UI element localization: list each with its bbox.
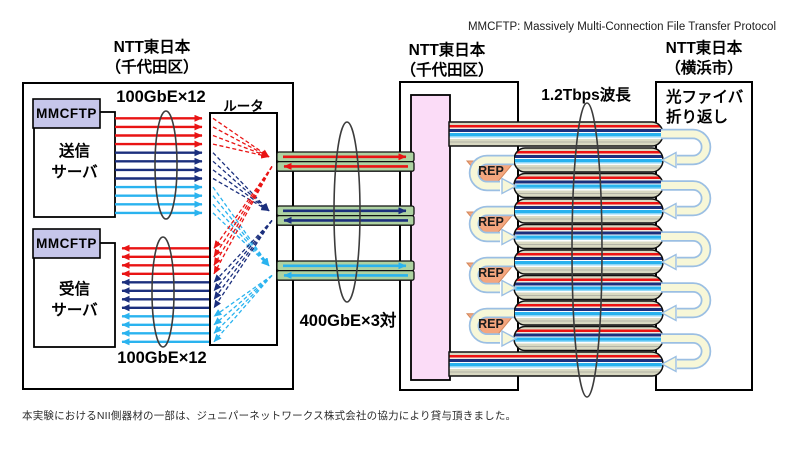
recv-links	[121, 244, 209, 346]
wavelength-label: 1.2Tbps波長	[541, 87, 631, 104]
mmcftp-badge-recv: MMCFTP	[36, 236, 97, 251]
footnote: 本実験におけるNII側器材の一部は、ジュニパーネットワークス株式会社の協力により…	[22, 410, 517, 422]
fiber-loopback-arrows	[660, 128, 712, 373]
site-org: NTT東日本	[665, 40, 743, 57]
rep-label-1: REP	[478, 164, 504, 178]
site-place: （千代田区）	[105, 58, 199, 76]
trunk-links-400gbe	[276, 151, 415, 281]
recv-server-box	[33, 242, 116, 348]
protocol-note: MMCFTP: Massively Multi-Connection File …	[467, 21, 776, 33]
rep-label-3: REP	[478, 266, 504, 280]
wavelength-cables	[448, 121, 664, 377]
mmcftp-box-send	[32, 98, 101, 129]
recv-server-label: 受信 サーバ	[34, 279, 115, 321]
rep-loop-arrows	[468, 154, 518, 348]
link-label-bottom: 100GbE×12	[117, 349, 207, 367]
site-place: （横浜市）	[665, 59, 743, 77]
send-server-line1: 送信	[58, 143, 90, 160]
mmcftp-badge-send: MMCFTP	[36, 106, 97, 121]
mmcftp-box-recv	[32, 228, 101, 259]
transponder-rect	[410, 94, 451, 381]
loopback-label: 光ファイバ 折り返し	[666, 88, 750, 127]
loopback-line2: 折り返し	[666, 108, 729, 126]
send-server-box	[33, 111, 116, 218]
site-label-yokohama: NTT東日本 （横浜市）	[644, 39, 764, 78]
router-label: ルータ	[223, 99, 264, 114]
send-server-label: 送信 サーバ	[34, 141, 115, 183]
site-label-chiyoda-mid: NTT東日本 （千代田区）	[387, 41, 507, 80]
link-label-top: 100GbE×12	[116, 88, 206, 106]
site-org: NTT東日本	[113, 39, 191, 56]
annotation-ellipses	[151, 102, 603, 398]
site-label-chiyoda-left: NTT東日本 （千代田区）	[82, 38, 222, 77]
send-server-line2: サーバ	[51, 164, 98, 181]
router-crossconnect	[212, 117, 273, 343]
loopback-line1: 光ファイバ	[666, 89, 744, 106]
rep-label-2: REP	[478, 215, 504, 229]
rep-label-4: REP	[478, 316, 504, 331]
trunk-label: 400GbE×3対	[299, 312, 397, 330]
recv-server-line2: サーバ	[51, 302, 98, 319]
recv-server-line1: 受信	[58, 281, 90, 298]
site-org: NTT東日本	[408, 42, 486, 59]
site-place: （千代田区）	[400, 61, 494, 79]
